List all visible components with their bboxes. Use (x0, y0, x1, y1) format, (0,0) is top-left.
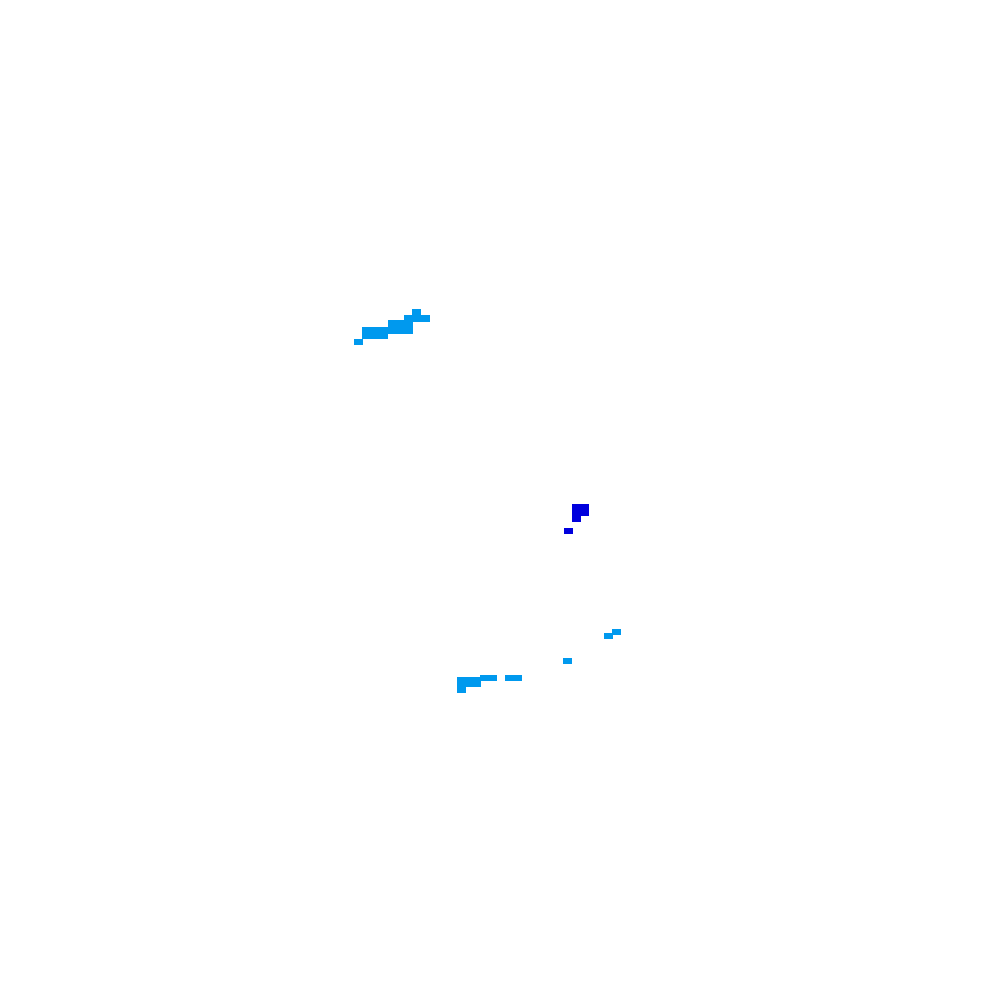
patch-southeast-small (604, 629, 621, 639)
patch-northwest (354, 309, 430, 345)
patch-south-dot (563, 658, 572, 664)
patch-center (564, 504, 589, 534)
patch-south (457, 675, 522, 693)
